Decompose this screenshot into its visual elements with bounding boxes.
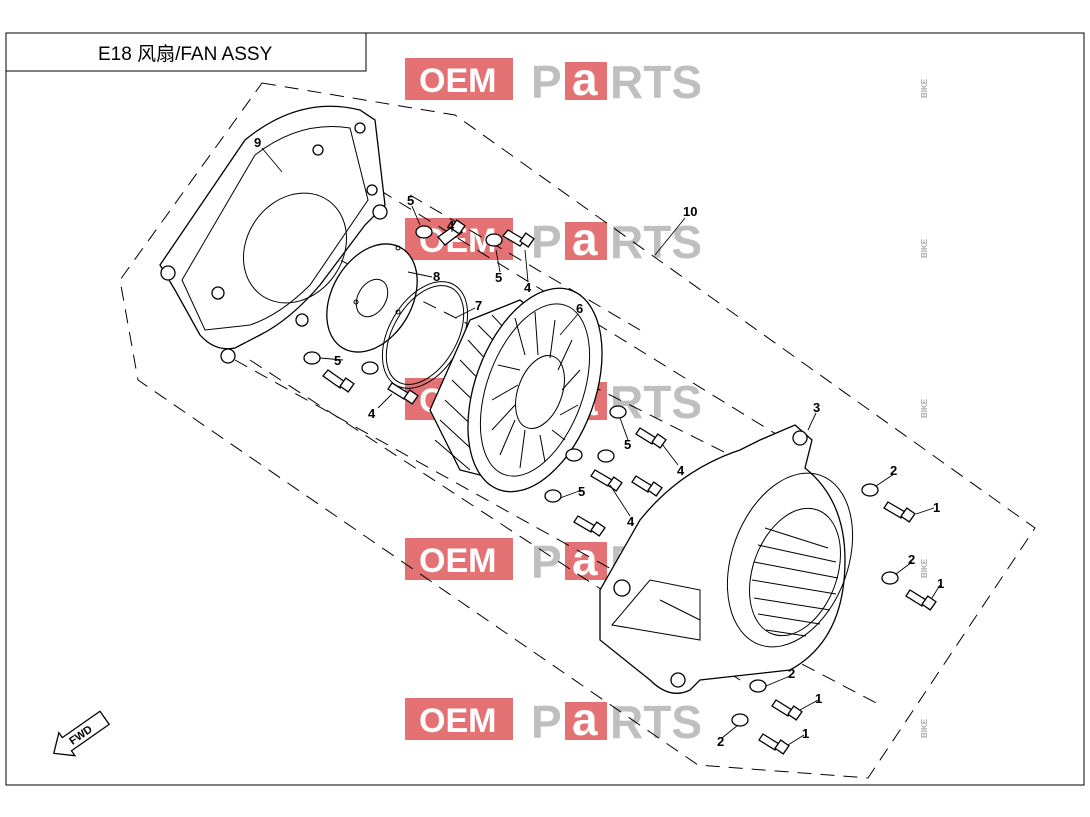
bolt-4h — [573, 515, 606, 537]
fan-impeller — [429, 287, 603, 493]
callout-4-lower-left: 4 — [368, 406, 376, 421]
watermark-bike-text: BIKE — [920, 558, 929, 578]
watermark-a-text: a — [572, 213, 598, 265]
bolt-4f — [590, 469, 623, 492]
watermark-5: OEM BIKE P a RTS — [405, 693, 929, 748]
bolts — [322, 219, 937, 755]
diagram-title: E18 风扇/FAN ASSY — [98, 43, 273, 65]
callout-2-a: 2 — [890, 463, 897, 478]
callout-1-d: 1 — [802, 726, 809, 741]
bolt-1d — [758, 733, 790, 755]
washer-5g — [565, 448, 583, 462]
callout-9: 9 — [254, 135, 261, 150]
washer-5d — [361, 361, 379, 375]
bolt-4d — [387, 382, 419, 405]
callout-4-fan-right-low: 4 — [627, 514, 635, 529]
watermark-p-text: P — [531, 56, 562, 108]
watermark-oem-text: OEM — [419, 702, 496, 740]
fwd-arrow-icon: FWD — [52, 710, 111, 757]
watermark-oem-text: OEM — [419, 542, 496, 580]
washer-5a — [415, 225, 433, 239]
washer-5e — [609, 405, 627, 419]
leader-lines — [261, 147, 941, 746]
watermark-rts-text: RTS — [610, 376, 702, 428]
watermark-oem-box — [405, 538, 513, 580]
watermark-oem-box — [405, 58, 513, 100]
watermark-a-text: a — [572, 693, 598, 745]
callout-1-a: 1 — [933, 500, 940, 515]
watermark-p-text: P — [531, 536, 562, 588]
watermark-oem-text: OEM — [419, 62, 496, 100]
bolt-4b — [502, 229, 535, 248]
washer-5f — [597, 449, 615, 463]
bolt-4c — [322, 369, 355, 393]
shroud-grille — [751, 527, 839, 637]
title-box — [5, 32, 367, 72]
watermark-oem-box — [405, 698, 513, 740]
callout-7: 7 — [475, 298, 482, 313]
callout-5-top-mid: 5 — [495, 270, 502, 285]
watermark-a-box — [565, 542, 607, 580]
bolt-1a — [883, 501, 916, 523]
callout-6: 6 — [576, 301, 583, 316]
bolt-4a — [437, 219, 466, 246]
watermark-bike-text: BIKE — [920, 398, 929, 418]
watermark-a-box — [565, 62, 607, 100]
watermark-p-text: P — [531, 696, 562, 748]
watermark-rts-text: RTS — [610, 216, 702, 268]
watermark-a-text: a — [572, 53, 598, 105]
washer-2d — [731, 713, 749, 727]
callout-2-c: 2 — [788, 666, 795, 681]
callout-5-fan-right-low: 5 — [578, 484, 585, 499]
callout-5-top-left: 5 — [407, 193, 414, 208]
washer-2c — [749, 679, 767, 693]
callout-3: 3 — [813, 400, 820, 415]
fan-vanes — [491, 311, 581, 469]
watermark-rts-text: RTS — [610, 56, 702, 108]
watermark-group: OEM BIKE P a RTS OEM BIKE P a RTS OEM BI… — [405, 53, 929, 748]
diagram-frame — [5, 32, 1085, 786]
watermark-a-box — [565, 222, 607, 260]
callout-10: 10 — [683, 204, 697, 219]
watermark-p-text: P — [531, 216, 562, 268]
callout-labels: 9 10 6 7 8 3 5 4 5 4 5 4 5 4 5 4 2 1 2 1… — [254, 135, 944, 749]
fan-cover-plate — [159, 105, 388, 364]
watermark-a-text: a — [572, 533, 598, 585]
callout-1-b: 1 — [937, 576, 944, 591]
washer-5c — [303, 351, 321, 365]
callout-4-fan-right-top: 4 — [677, 463, 685, 478]
washer-5h — [544, 489, 562, 503]
watermark-rts-text: RTS — [610, 696, 702, 748]
callout-2-b: 2 — [908, 552, 915, 567]
watermark-1: OEM BIKE P a RTS — [405, 53, 929, 108]
washers — [303, 225, 899, 727]
watermark-a-box — [565, 702, 607, 740]
callout-4-top-left: 4 — [447, 218, 455, 233]
bolt-4g — [631, 475, 663, 497]
watermark-bike-text: BIKE — [920, 78, 929, 98]
washer-2a — [861, 483, 879, 497]
watermark-bike-text: BIKE — [920, 238, 929, 258]
washer-5b — [485, 233, 503, 247]
callout-5-lower-left: 5 — [334, 353, 341, 368]
washer-2b — [881, 571, 899, 585]
bolt-1b — [905, 589, 937, 611]
assembly-boundary — [119, 82, 1036, 779]
callout-4-top-mid: 4 — [524, 280, 532, 295]
watermark-2: OEM BIKE P a RTS — [405, 213, 929, 268]
fan-shroud — [599, 424, 854, 694]
bolt-1c — [771, 699, 803, 721]
callout-2-d: 2 — [717, 734, 724, 749]
callout-8: 8 — [433, 269, 440, 284]
callout-1-c: 1 — [815, 691, 822, 706]
bolt-4e — [635, 427, 667, 449]
callout-5-fan-right-top: 5 — [624, 437, 631, 452]
watermark-bike-text: BIKE — [920, 718, 929, 738]
